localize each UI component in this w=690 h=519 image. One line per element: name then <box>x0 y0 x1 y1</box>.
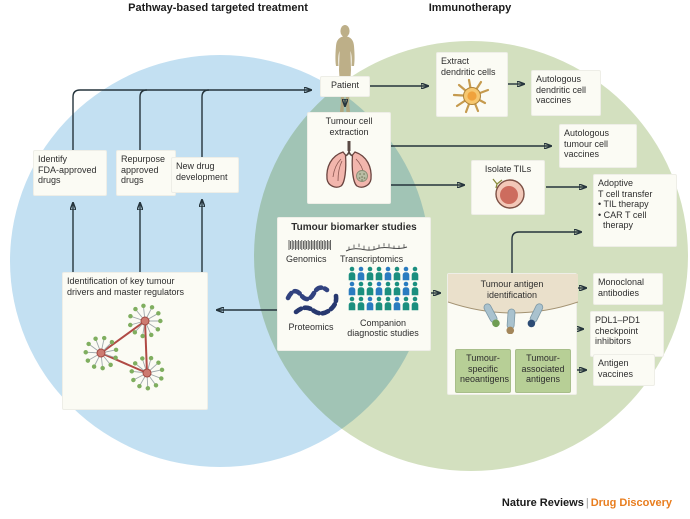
biomarker-title: Tumour biomarker studies <box>291 222 417 233</box>
transcriptomics-label: Transcriptomics <box>340 254 404 264</box>
extract-dendritic-cells-box: Extract dendritic cells <box>436 52 508 117</box>
adoptive-t-cell-transfer-label: Adoptive T cell transfer • TIL therapy •… <box>598 178 653 231</box>
protein-ribbon-icon <box>285 285 339 316</box>
patient-box: Patient <box>320 76 370 97</box>
tumour-biomarker-studies-box: Tumour biomarker studies Genomics Transc… <box>277 217 431 351</box>
rna-strand-icon <box>345 243 408 252</box>
tumour-driver-network-icon <box>67 297 207 397</box>
publication-name: Drug Discovery <box>590 497 672 509</box>
cell-membrane-receptors-icon <box>448 274 578 334</box>
tumour-associated-antigens-box: Tumour- associated antigens <box>515 349 571 393</box>
autologous-tumour-vaccines-label: Autologous tumour cell vaccines <box>564 128 610 160</box>
key-tumour-drivers-box: Identification of key tumour drivers and… <box>62 272 208 410</box>
dendritic-cell-icon <box>452 79 490 114</box>
pdl1-pd1-inhibitors-label: PDL1–PD1 checkpoint inhibitors <box>595 315 641 347</box>
patient-cohort-icon <box>348 266 419 311</box>
isolate-tils-box: Isolate TILs <box>471 160 545 215</box>
adoptive-t-cell-transfer-box: Adoptive T cell transfer • TIL therapy •… <box>593 174 677 247</box>
tumour-cell-extraction-box: Tumour cell extraction <box>307 112 391 204</box>
dna-barcode-icon <box>288 240 331 250</box>
isolate-tils-label: Isolate TILs <box>484 164 532 174</box>
antigen-vaccines-box: Antigen vaccines <box>593 354 655 386</box>
journal-name: Nature Reviews <box>501 497 584 509</box>
patient-label: Patient <box>330 80 360 90</box>
tumour-specific-neoantigens-label: Tumour- specific neoantigens <box>460 353 510 385</box>
proteomics-label: Proteomics <box>288 322 334 332</box>
key-tumour-drivers-label: Identification of key tumour drivers and… <box>67 276 185 297</box>
repurpose-drugs-box: Repurpose approved drugs <box>116 150 176 196</box>
credit-separator: | <box>585 497 589 509</box>
identify-fda-drugs-box: Identify FDA-approved drugs <box>33 150 107 196</box>
autologous-dendritic-vaccines-label: Autologous dendritic cell vaccines <box>536 74 587 106</box>
tumour-cell-extraction-label: Tumour cell extraction <box>325 116 373 137</box>
pdl1-pd1-inhibitors-box: PDL1–PD1 checkpoint inhibitors <box>590 311 664 357</box>
new-drug-development-box: New drug development <box>171 157 239 193</box>
extract-dendritic-cells-label: Extract dendritic cells <box>441 56 496 77</box>
pathway-title: Pathway-based targeted treatment <box>128 2 308 14</box>
journal-credit: Nature Reviews|Drug Discovery <box>502 497 672 509</box>
repurpose-drugs-label: Repurpose approved drugs <box>121 154 166 186</box>
autologous-tumour-vaccines-box: Autologous tumour cell vaccines <box>559 124 637 168</box>
tumour-antigen-identification-label: Tumour antigen identification <box>480 279 544 300</box>
immunotherapy-title: Immunotherapy <box>428 2 512 14</box>
genomics-label: Genomics <box>286 254 327 264</box>
companion-label: Companion diagnostic studies <box>347 318 419 339</box>
monoclonal-antibodies-label: Monoclonal antibodies <box>598 277 645 298</box>
til-cell-icon <box>492 178 525 209</box>
monoclonal-antibodies-box: Monoclonal antibodies <box>593 273 663 305</box>
tumour-antigen-identification-box: Tumour antigen identification <box>447 273 578 395</box>
tumour-associated-antigens-label: Tumour- associated antigens <box>521 353 565 385</box>
identify-fda-drugs-label: Identify FDA-approved drugs <box>38 154 97 186</box>
antigen-vaccines-label: Antigen vaccines <box>598 358 634 379</box>
lungs-icon <box>326 141 372 189</box>
tumour-specific-neoantigens-box: Tumour- specific neoantigens <box>455 349 511 393</box>
autologous-dendritic-vaccines-box: Autologous dendritic cell vaccines <box>531 70 601 116</box>
new-drug-development-label: New drug development <box>176 161 228 182</box>
